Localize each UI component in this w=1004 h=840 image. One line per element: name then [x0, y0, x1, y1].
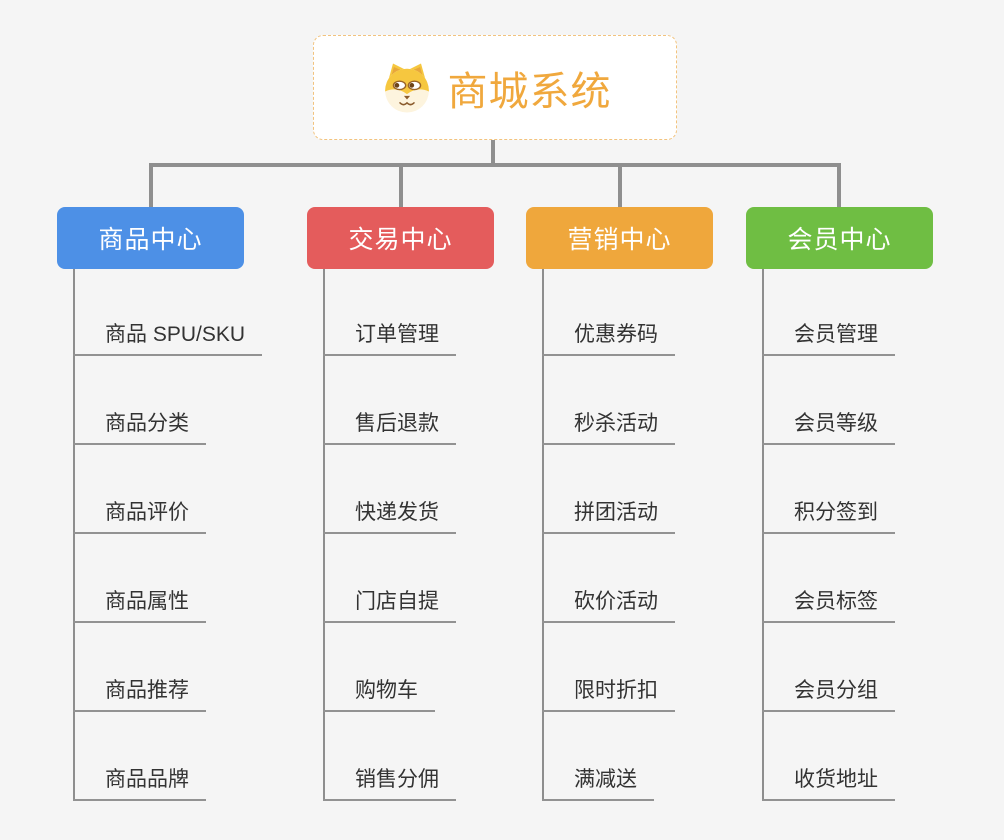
- branch-label: 交易中心: [348, 226, 453, 254]
- connector-branch-stub: [399, 163, 403, 209]
- mindmap-leaf[interactable]: 门店自提: [323, 587, 456, 623]
- mindmap-leaf[interactable]: 拼团活动: [542, 498, 675, 534]
- mindmap-leaf[interactable]: 商品推荐: [73, 676, 206, 712]
- mindmap-leaf[interactable]: 快递发货: [323, 498, 456, 534]
- mindmap-leaf[interactable]: 砍价活动: [542, 587, 675, 623]
- mindmap-leaf[interactable]: 秒杀活动: [542, 409, 675, 445]
- branch-label: 营销中心: [567, 226, 672, 254]
- mindmap-leaf[interactable]: 优惠券码: [542, 320, 675, 356]
- mindmap-leaf[interactable]: 收货地址: [762, 765, 895, 801]
- mindmap-leaf[interactable]: 订单管理: [323, 320, 456, 356]
- root-node[interactable]: 商城系统: [313, 35, 677, 140]
- mindmap-leaf[interactable]: 商品 SPU/SKU: [73, 320, 263, 356]
- branch-label: 会员中心: [787, 226, 892, 254]
- mindmap-leaf[interactable]: 积分签到: [762, 498, 895, 534]
- mindmap-leaf[interactable]: 商品属性: [73, 587, 206, 623]
- connector-branch-bus: [149, 163, 841, 167]
- connector-branch-stub: [837, 163, 841, 209]
- connector-column-trunk: [73, 269, 75, 800]
- mindmap-leaf[interactable]: 会员等级: [762, 409, 895, 445]
- mindmap-leaf[interactable]: 会员分组: [762, 676, 895, 712]
- mindmap-leaf[interactable]: 限时折扣: [542, 676, 675, 712]
- connector-column-trunk: [542, 269, 544, 800]
- branch-label: 商品中心: [98, 226, 203, 254]
- connector-column-trunk: [762, 269, 764, 800]
- mindmap-leaf[interactable]: 满减送: [542, 765, 654, 801]
- connector-branch-stub: [149, 163, 153, 209]
- branch-node-marketing[interactable]: 营销中心: [526, 207, 713, 269]
- mindmap-leaf[interactable]: 购物车: [323, 676, 435, 712]
- branch-node-member[interactable]: 会员中心: [746, 207, 933, 269]
- mindmap-leaf[interactable]: 会员标签: [762, 587, 895, 623]
- branch-node-trade[interactable]: 交易中心: [307, 207, 494, 269]
- mindmap-leaf[interactable]: 会员管理: [762, 320, 895, 356]
- branch-node-product[interactable]: 商品中心: [57, 207, 244, 269]
- dog-face-icon: [384, 63, 429, 112]
- mindmap-leaf[interactable]: 商品评价: [73, 498, 206, 534]
- connector-branch-stub: [618, 163, 622, 209]
- mindmap-leaf[interactable]: 商品品牌: [73, 765, 206, 801]
- mindmap-leaf[interactable]: 售后退款: [323, 409, 456, 445]
- root-title: 商城系统: [447, 69, 612, 114]
- connector-column-trunk: [323, 269, 325, 800]
- connector-root-stem: [491, 140, 495, 167]
- mindmap-leaf[interactable]: 销售分佣: [323, 765, 456, 801]
- mindmap-leaf[interactable]: 商品分类: [73, 409, 206, 445]
